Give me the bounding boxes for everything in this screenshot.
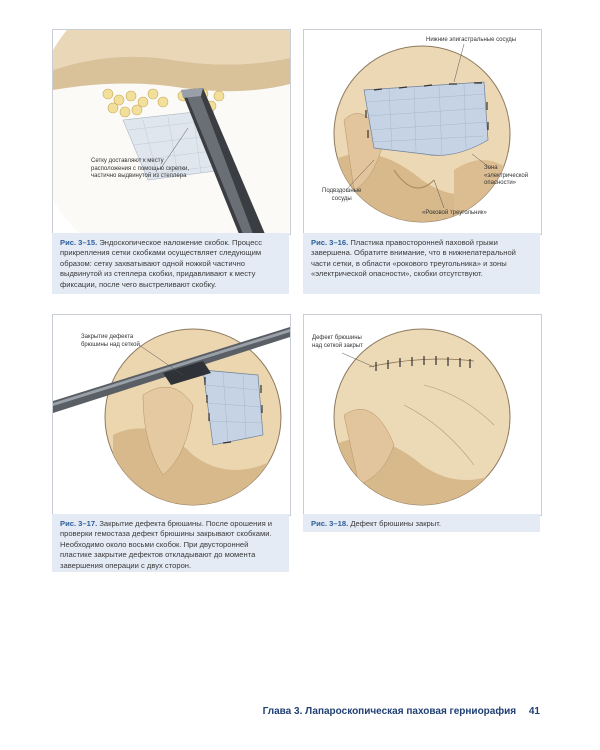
illustration-3-16 [333, 43, 511, 223]
annotation-mesh-delivery: Сетку доставляют к месту расположения с … [91, 158, 190, 179]
annotation-iliac-vessels: Подвздошные сосуды [322, 188, 362, 202]
annotation-doom-triangle: «Роковой треугольник» [422, 210, 487, 216]
figure-label: Рис. 3–15. [60, 238, 98, 247]
page-footer: Глава 3. Лапароскопическая паховая герни… [263, 706, 540, 717]
caption-text: Дефект брюшины закрыт. [350, 519, 441, 528]
illustration-3-18 [333, 328, 511, 506]
illustration-3-15 [53, 30, 290, 234]
figure-3-16: Нижние эпигастральные сосуды Зона «элект… [303, 29, 542, 235]
annotation-peritoneum-closure: Закрытие дефекта брюшины над сеткой [81, 334, 140, 348]
caption-text: Эндоскопическое наложение скобок. Процес… [60, 238, 263, 289]
caption-text: Пластика правосторонней паховой грыжи за… [311, 238, 516, 279]
figure-3-17: Закрытие дефекта брюшины над сеткой [52, 314, 291, 516]
illustration-3-17 [53, 327, 290, 506]
caption-3-17: Рис. 3–17. Закрытие дефекта брюшины. Пос… [52, 514, 289, 572]
chapter-title: Глава 3. Лапароскопическая паховая герни… [262, 706, 517, 717]
caption-3-18: Рис. 3–18. Дефект брюшины закрыт. [303, 514, 540, 532]
figure-label: Рис. 3–17. [60, 519, 98, 528]
annotation-danger-zone: Зона «электрической опасности» [484, 165, 529, 186]
annotation-epigastric-vessels: Нижние эпигастральные сосуды [426, 37, 517, 43]
caption-3-16: Рис. 3–16. Пластика правосторонней пахов… [303, 233, 540, 294]
figure-3-18: Дефект брюшины над сеткой закрыт [303, 314, 542, 516]
caption-text: Закрытие дефекта брюшины. После орошения… [60, 519, 273, 570]
page-number: 41 [528, 706, 540, 717]
caption-3-15: Рис. 3–15. Эндоскопическое наложение ско… [52, 233, 289, 294]
figure-label: Рис. 3–16. [311, 238, 349, 247]
figure-label: Рис. 3–18. [311, 519, 349, 528]
annotation-peritoneum-closed: Дефект брюшины над сеткой закрыт [312, 335, 363, 349]
figure-3-15: Сетку доставляют к месту расположения с … [52, 29, 291, 235]
